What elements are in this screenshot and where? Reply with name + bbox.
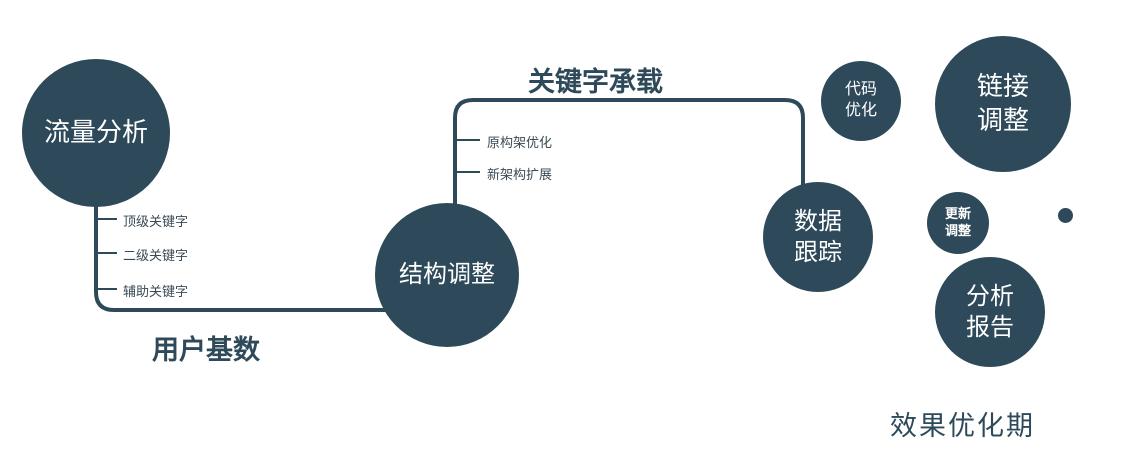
node-data-tracking: 数据 跟踪 xyxy=(763,182,873,292)
branch-label-secondary-keyword: 二级关键字 xyxy=(123,248,189,263)
node-analysis-report: 分析 报告 xyxy=(935,257,1045,367)
bullet-dot xyxy=(1058,208,1073,223)
node-link-adjustment: 链接 调整 xyxy=(935,36,1071,172)
node-update-adjustment: 更新 调整 xyxy=(927,192,989,254)
node-structure-adjustment: 结构调整 xyxy=(375,203,519,347)
branch-label-auxiliary-keyword: 辅助关键字 xyxy=(123,284,189,299)
edge-label-user-base: 用户基数 xyxy=(152,335,260,365)
branch-label-original-architecture: 原构架优化 xyxy=(487,135,553,150)
node-code-optimization: 代码 优化 xyxy=(821,61,901,141)
caption-effect-optimization-period: 效果优化期 xyxy=(890,411,1035,441)
edge-structure-to-tracking xyxy=(453,98,805,215)
branch-label-top-keyword: 顶级关键字 xyxy=(123,214,189,229)
edge-label-keyword-bearing: 关键字承载 xyxy=(528,67,663,97)
node-traffic-analysis: 流量分析 xyxy=(22,59,170,207)
edge-traffic-to-structure xyxy=(94,185,420,312)
branch-label-new-architecture: 新架构扩展 xyxy=(487,167,553,182)
